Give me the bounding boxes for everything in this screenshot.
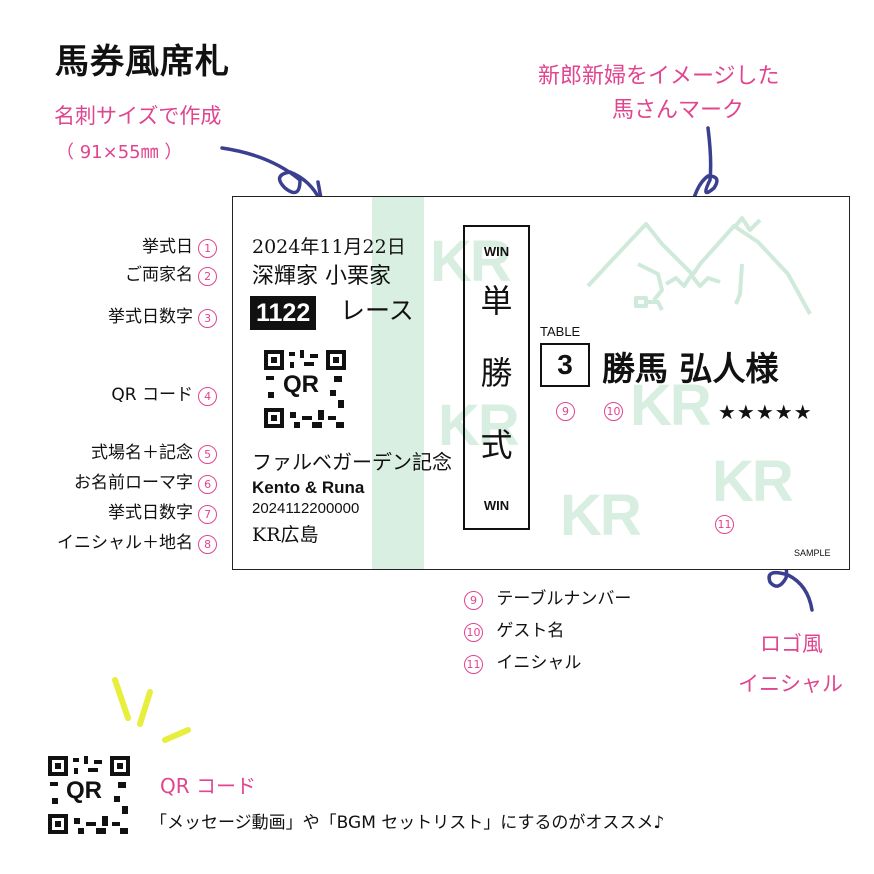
race-suffix: レース xyxy=(340,296,414,325)
label-text: 式場名＋記念 xyxy=(91,443,193,463)
label-row-6: お名前ローマ字 6 xyxy=(8,468,223,494)
legend-text: テーブルナンバー xyxy=(496,589,632,609)
number-badge: 3 xyxy=(198,309,218,328)
label-text: ご両家名 xyxy=(125,265,193,285)
logo-note-line2: 馬さんマーク xyxy=(612,98,745,123)
label-text: QR コード xyxy=(111,385,193,405)
number-badge-10: 10 xyxy=(604,402,623,421)
qr-note-heading: QR コード xyxy=(160,774,256,798)
mint-stripe xyxy=(372,197,424,569)
page-title: 馬券風席札 xyxy=(55,42,230,82)
win-label-bottom: WIN xyxy=(483,498,510,513)
initial-note-line2: イニシャル xyxy=(738,672,843,696)
watermark-kr: KR xyxy=(560,483,642,548)
logo-note-line1: 新郎新婦をイメージした xyxy=(538,64,780,89)
label-text: お名前ローマ字 xyxy=(74,473,193,493)
legend-text: イニシャル xyxy=(496,653,582,673)
number-badge: 1 xyxy=(198,239,218,258)
number-badge: 5 xyxy=(198,445,218,464)
label-text: 挙式日数字 xyxy=(108,307,193,327)
label-row-4: QR コード 4 xyxy=(8,380,223,406)
qr-note-text: 「メッセージ動画」や「BGM セットリスト」にするのがオススメ♪ xyxy=(150,813,665,833)
win-label-top: WIN xyxy=(483,244,510,259)
watermark-kr: KR xyxy=(712,449,794,514)
number-badge: 7 xyxy=(198,505,218,524)
number-badge: 8 xyxy=(198,535,218,554)
initial-place: KR広島 xyxy=(252,524,319,546)
number-badge: 10 xyxy=(464,623,483,642)
table-label: TABLE xyxy=(540,324,581,339)
label-text: イニシャル＋地名 xyxy=(57,533,193,553)
initial-note-line1: ロゴ風 xyxy=(760,632,823,656)
label-text: 挙式日 xyxy=(142,237,193,257)
venue-name: ファルベガーデン記念 xyxy=(252,450,452,474)
watermark-kr: KR xyxy=(438,393,520,458)
number-badge-11: 11 xyxy=(715,515,734,534)
qr-code-icon xyxy=(48,756,130,834)
label-row-7: 挙式日数字 7 xyxy=(8,498,223,524)
number-badge: 2 xyxy=(198,267,218,286)
label-row-8: イニシャル＋地名 8 xyxy=(8,528,223,554)
table-number: 3 xyxy=(540,343,590,387)
qr-label: QR xyxy=(283,371,319,398)
legend-item-11: 11 イニシャル xyxy=(464,648,581,674)
size-note-line2: （ 91×55㎜ ） xyxy=(56,142,183,163)
sparkle-lines-icon xyxy=(112,677,191,743)
guest-name: 勝馬 弘人様 xyxy=(602,349,779,388)
qr-code-icon xyxy=(264,350,346,428)
rating-stars: ★★★★★ xyxy=(718,400,813,424)
bet-type-box xyxy=(463,225,530,530)
watermark-kr: KR xyxy=(430,229,512,294)
legend-text: ゲスト名 xyxy=(496,621,565,641)
size-note-line1: 名刺サイズで作成 xyxy=(54,104,222,128)
label-row-2: ご両家名 2 xyxy=(8,260,223,286)
label-row-3: 挙式日数字 3 xyxy=(8,302,223,328)
horse-couple-logo xyxy=(586,216,812,315)
romaji-names: Kento & Runa xyxy=(252,478,365,497)
number-badge: 6 xyxy=(198,475,218,494)
number-badge: 4 xyxy=(198,387,218,406)
label-row-5: 式場名＋記念 5 xyxy=(8,438,223,464)
qr-label: QR xyxy=(66,777,102,804)
family-names: 深輝家 小栗家 xyxy=(252,264,391,289)
bet-char: 勝 xyxy=(480,354,513,392)
legend-item-10: 10 ゲスト名 xyxy=(464,616,564,642)
ceremony-date: 2024年11月22日 xyxy=(252,236,406,258)
date-digits: 2024112200000 xyxy=(252,500,360,517)
label-row-1: 挙式日 1 xyxy=(8,232,223,258)
sample-label: SAMPLE xyxy=(794,548,831,558)
watermark-kr: KR xyxy=(630,373,712,438)
number-badge-9: 9 xyxy=(556,402,575,421)
legend-item-9: 9 テーブルナンバー xyxy=(464,584,631,610)
label-text: 挙式日数字 xyxy=(108,503,193,523)
bet-char: 式 xyxy=(480,426,513,464)
bet-char: 単 xyxy=(480,282,513,320)
race-number-box: 1122 xyxy=(250,296,317,330)
number-badge: 11 xyxy=(464,655,483,674)
number-badge: 9 xyxy=(464,591,483,610)
